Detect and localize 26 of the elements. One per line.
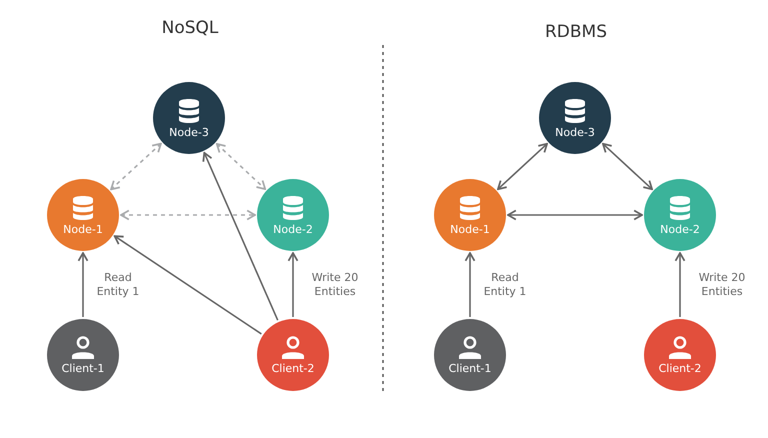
arrow [216, 143, 266, 190]
database-node-circle [153, 82, 225, 154]
node-label: Client-1 [448, 362, 492, 374]
arrow [110, 142, 162, 190]
arrow [464, 252, 476, 317]
node-label: Node-2 [660, 222, 700, 236]
arrow [288, 252, 298, 317]
node-label: Node-3 [169, 126, 209, 138]
arrow [674, 252, 686, 317]
panel-title: RDBMS [544, 22, 608, 42]
node-label: Node-2 [273, 222, 313, 236]
arrow [602, 142, 653, 190]
arrow [497, 142, 548, 190]
node-label: Client-1 [62, 362, 104, 374]
database-node-circle [539, 82, 611, 154]
panel-title: NoSQL [162, 18, 218, 38]
arrow [78, 252, 88, 317]
node-label: Node-3 [555, 126, 595, 138]
arrow [202, 152, 278, 321]
arrow [120, 210, 256, 220]
node-label: Node-1 [63, 222, 103, 236]
arrow [114, 235, 262, 335]
arrow [507, 210, 643, 220]
node-label: Client-2 [272, 362, 314, 374]
node-label: Client-2 [658, 362, 702, 374]
node-label: Node-1 [450, 222, 490, 236]
